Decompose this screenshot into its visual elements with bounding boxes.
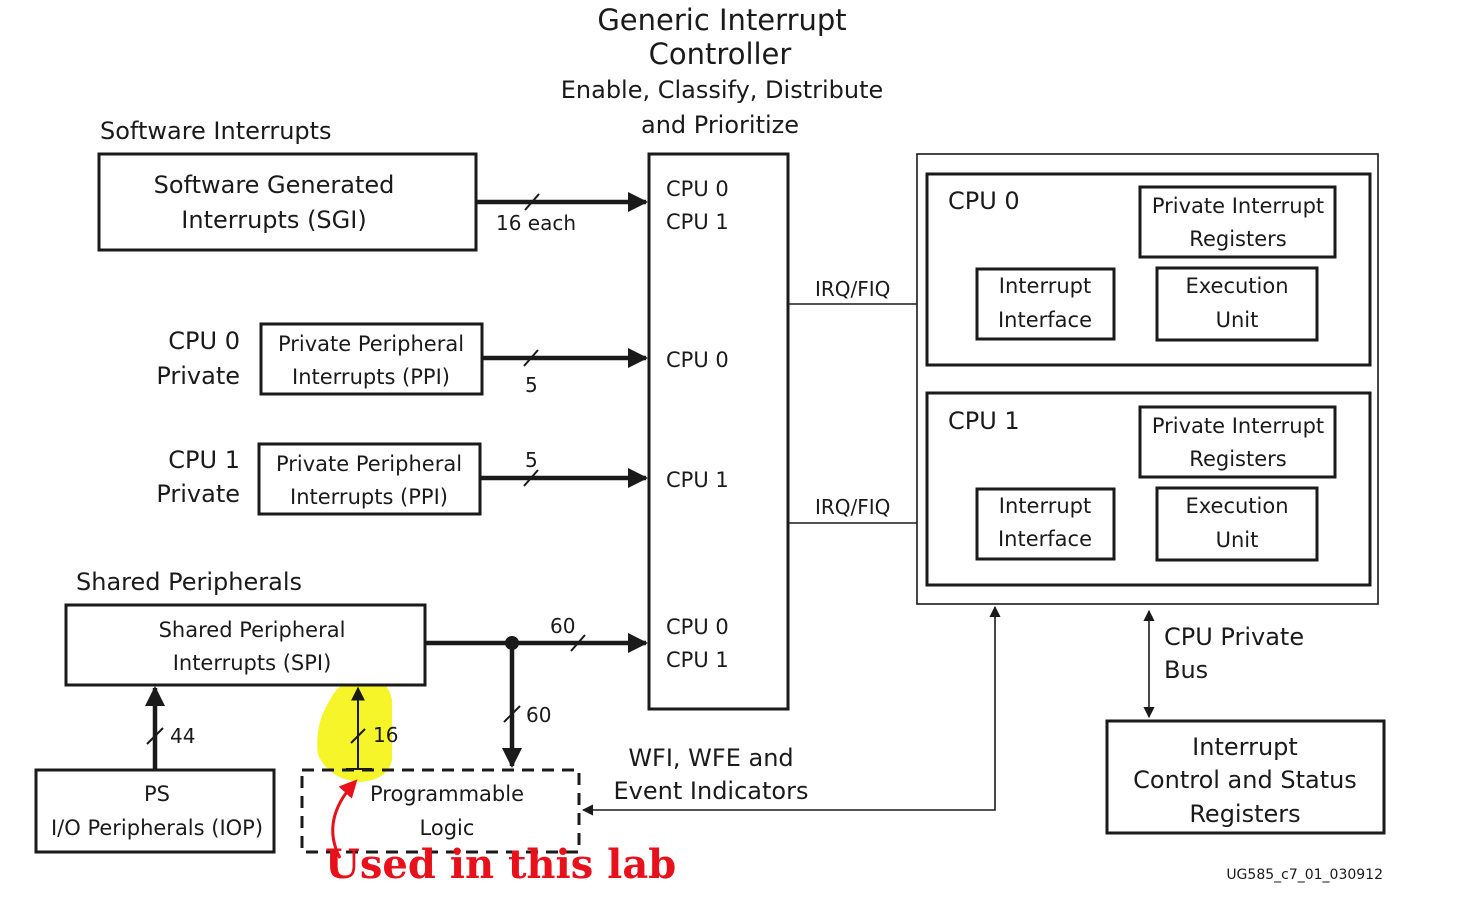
gic-subtitle-line2: and Prioritize [641, 111, 799, 139]
cpu1-eu-line1: Execution [1185, 494, 1288, 518]
cpu0-private-label-line2: Private [156, 362, 240, 390]
gic-port-ppi1-cpu1: CPU 1 [666, 468, 729, 492]
cpu1-pir-line1: Private Interrupt [1152, 414, 1324, 438]
ppi1-box [257, 442, 482, 516]
spi-to-pl-slash [503, 705, 521, 723]
annotation-arrow [331, 779, 358, 859]
iop-box-line2: I/O Peripherals (IOP) [51, 816, 263, 840]
ppi0-bus-label: 5 [525, 373, 538, 397]
icsr-line3: Registers [1189, 800, 1300, 828]
software-interrupts-label: Software Interrupts [100, 117, 332, 145]
figure-id: UG585_c7_01_030912 [1226, 867, 1383, 883]
ppi1-bus-slash [523, 469, 539, 487]
cpu1-ii-line2: Interface [998, 527, 1092, 551]
gic-port-ppi0-cpu0: CPU 0 [666, 348, 729, 372]
pl-box-line1: Programmable [370, 782, 524, 806]
ppi0-box-line1: Private Peripheral [278, 332, 464, 356]
cpu1-private-label-line1: CPU 1 [168, 446, 240, 474]
iop-box-line1: PS [144, 782, 170, 806]
ppi1-box-line1: Private Peripheral [276, 452, 462, 476]
sgi-bus-label: 16 each [496, 211, 576, 235]
wfi-event-arrow [581, 605, 1001, 816]
shared-peripherals-label: Shared Peripherals [76, 568, 302, 596]
cpu0-eu-line2: Unit [1216, 308, 1259, 332]
ppi0-bus-slash [523, 349, 539, 367]
sgi-box-line2: Interrupts (SGI) [181, 206, 366, 234]
icsr-line1: Interrupt [1192, 733, 1298, 761]
irq-fiq-label-cpu0: IRQ/FIQ [815, 277, 890, 301]
cpu1-private-label-line2: Private [156, 480, 240, 508]
spi-bus-label-top: 60 [550, 614, 575, 638]
spi-box-line1: Shared Peripheral [159, 618, 346, 642]
cpu0-pir-box [1138, 185, 1337, 259]
cpu0-private-label-line1: CPU 0 [168, 327, 240, 355]
spi-box [64, 603, 427, 687]
icsr-box [1105, 719, 1386, 835]
sgi-bus-slash [524, 193, 540, 211]
iop-box [34, 768, 276, 854]
ppi1-bus-label: 5 [525, 448, 538, 472]
spi-box-line2: Interrupts (SPI) [173, 651, 332, 675]
cpu1-ii-box [975, 487, 1116, 561]
cpu0-ii-line2: Interface [998, 308, 1092, 332]
cpu1-eu-box [1155, 486, 1319, 562]
annotation-text: Used in this lab [325, 841, 676, 888]
cpu1-pir-box [1138, 405, 1337, 479]
pl-to-spi-label: 16 [373, 723, 398, 747]
gic-port-sgi-cpu0: CPU 0 [666, 177, 729, 201]
cpu0-eu-box [1155, 266, 1319, 342]
cpu1-eu-line2: Unit [1216, 528, 1259, 552]
sgi-box-line1: Software Generated [154, 171, 395, 199]
pl-box-line2: Logic [420, 816, 475, 840]
gic-subtitle-line1: Enable, Classify, Distribute [561, 76, 884, 104]
cpu0-pir-line1: Private Interrupt [1152, 194, 1324, 218]
spi-to-pl-label: 60 [526, 703, 551, 727]
gic-port-spi-cpu1: CPU 1 [666, 648, 729, 672]
gic-port-spi-cpu0: CPU 0 [666, 615, 729, 639]
cpu0-pir-line2: Registers [1189, 227, 1286, 251]
gic-title-line2: Controller [649, 37, 792, 71]
cpu-private-bus-line2: Bus [1164, 656, 1208, 684]
ppi0-box [259, 322, 484, 396]
cpu1-title: CPU 1 [948, 407, 1020, 435]
gic-title-line1: Generic Interrupt [597, 3, 846, 37]
gic-port-sgi-cpu1: CPU 1 [666, 210, 729, 234]
cpu0-title: CPU 0 [948, 187, 1020, 215]
wfi-label-line2: Event Indicators [614, 777, 809, 805]
cpu1-pir-line2: Registers [1189, 447, 1286, 471]
cpu-private-bus-line1: CPU Private [1164, 623, 1304, 651]
cpu0-ii-box [975, 267, 1116, 341]
irq-fiq-label-cpu1: IRQ/FIQ [815, 495, 890, 519]
sgi-box [97, 152, 478, 252]
cpu1-ii-line1: Interrupt [999, 494, 1091, 518]
ppi0-box-line2: Interrupts (PPI) [292, 365, 450, 389]
iop-to-spi-label: 44 [170, 724, 195, 748]
cpu0-eu-line1: Execution [1185, 274, 1288, 298]
icsr-line2: Control and Status [1133, 766, 1357, 794]
cpu0-ii-line1: Interrupt [999, 274, 1091, 298]
wfi-label-line1: WFI, WFE and [628, 744, 793, 772]
highlight-marker [317, 676, 392, 782]
pl-to-spi-slash [350, 728, 366, 744]
ppi1-box-line2: Interrupts (PPI) [290, 485, 448, 509]
iop-to-spi-slash [146, 727, 164, 745]
